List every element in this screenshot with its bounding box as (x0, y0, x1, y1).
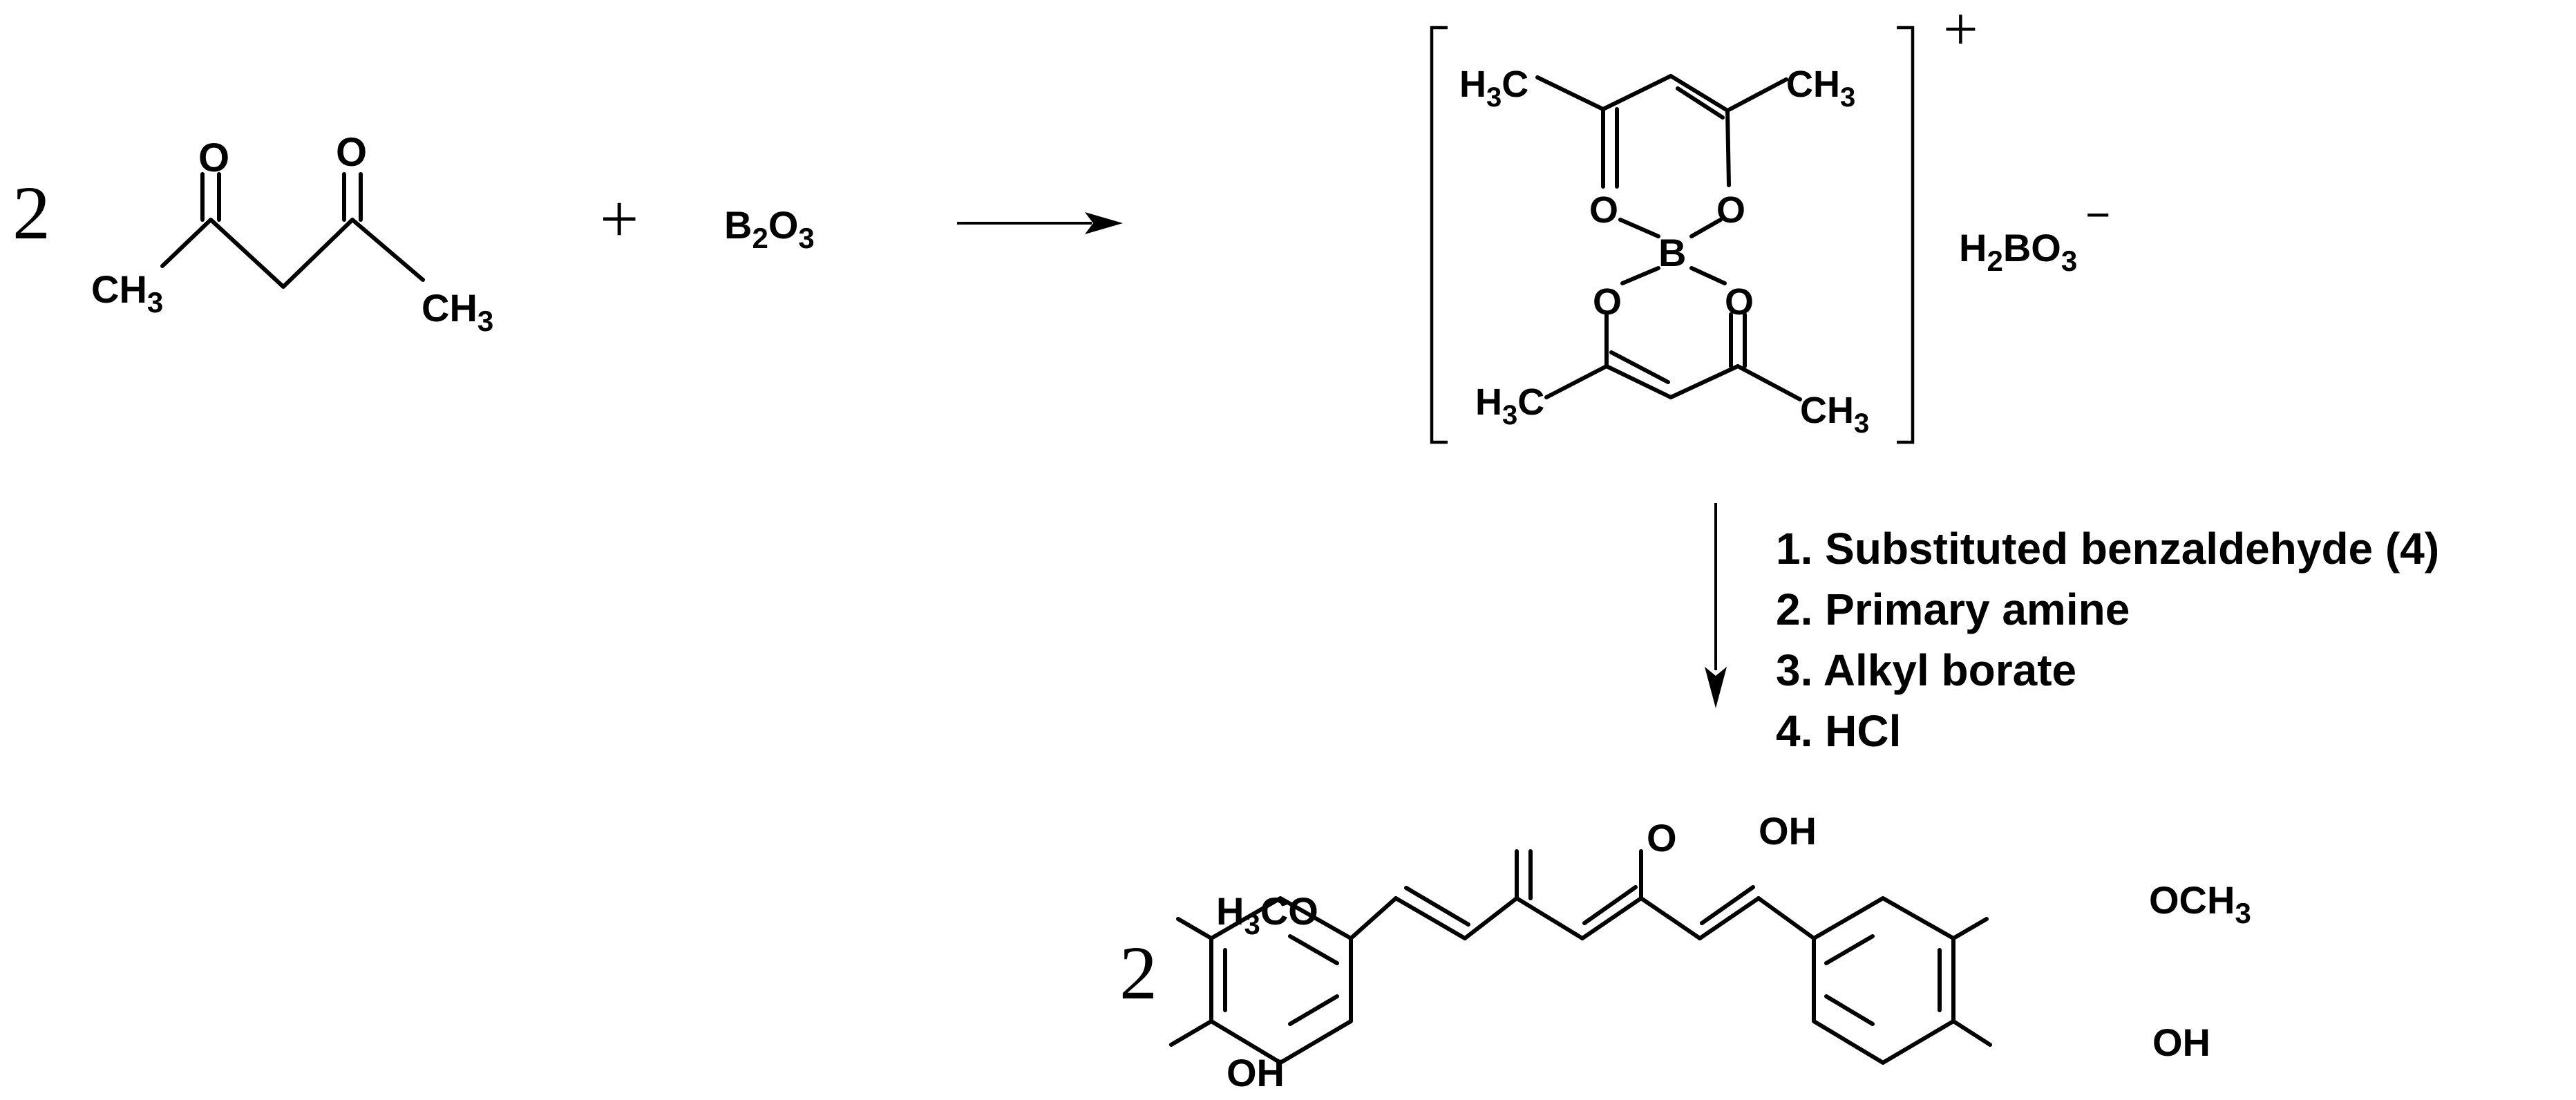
condition-2: 2. Primary amine (1776, 585, 2130, 634)
product-left-hydroxyl: OH (1227, 1051, 1285, 1094)
complex-charge: + (1943, 0, 1978, 64)
complex-oxygen-4: O (1725, 281, 1754, 323)
acac-methyl-right: CH3 (422, 286, 493, 337)
complex-boron: B (1658, 231, 1686, 274)
complex-oxygen-2: O (1716, 189, 1745, 231)
complex-methyl-top-left: H3C (1459, 64, 1528, 113)
down-arrow (1705, 503, 1727, 708)
reactant-coefficient: 2 (12, 171, 50, 255)
curcumin-labels: H3CO OH O OH OCH3 OH (1216, 809, 2251, 1094)
counter-ion: H2BO3− (1959, 191, 2110, 277)
product-keto-oxygen: O (1647, 816, 1677, 860)
complex-methyl-bottom-right: CH3 (1800, 390, 1869, 439)
product-left-methoxy: H3CO (1216, 889, 1318, 940)
reaction-arrow (957, 212, 1123, 234)
condition-4: 4. HCl (1776, 706, 1901, 756)
acac-oxygen-right: O (336, 130, 367, 175)
product-enol-hydroxyl: OH (1759, 809, 1817, 853)
boron-complex-structure (1535, 74, 1802, 401)
complex-methyl-bottom-left: H3C (1475, 381, 1544, 430)
complex-methyl-top-right: CH3 (1786, 64, 1855, 113)
reaction-conditions: 1. Substituted benzaldehyde (4) 2. Prima… (1776, 524, 2439, 756)
condition-1: 1. Substituted benzaldehyde (4) (1776, 524, 2439, 573)
complex-oxygen-3: O (1593, 281, 1622, 323)
complex-bracket-left (1430, 26, 1448, 444)
acetylacetone-structure (160, 172, 425, 289)
acac-oxygen-left: O (198, 135, 229, 180)
condition-3: 3. Alkyl borate (1776, 645, 2076, 695)
product-right-hydroxyl: OH (2152, 1021, 2210, 1064)
product-coefficient: 2 (1119, 931, 1157, 1015)
acac-methyl-left: CH3 (91, 267, 163, 319)
plus-sign: + (600, 180, 638, 257)
boron-oxide-formula: B2O3 (724, 203, 815, 254)
complex-oxygen-1: O (1589, 189, 1618, 231)
complex-bracket-right (1897, 26, 1915, 444)
curcumin-structure (1169, 849, 1992, 1065)
product-right-methoxy: OCH3 (2149, 878, 2251, 929)
